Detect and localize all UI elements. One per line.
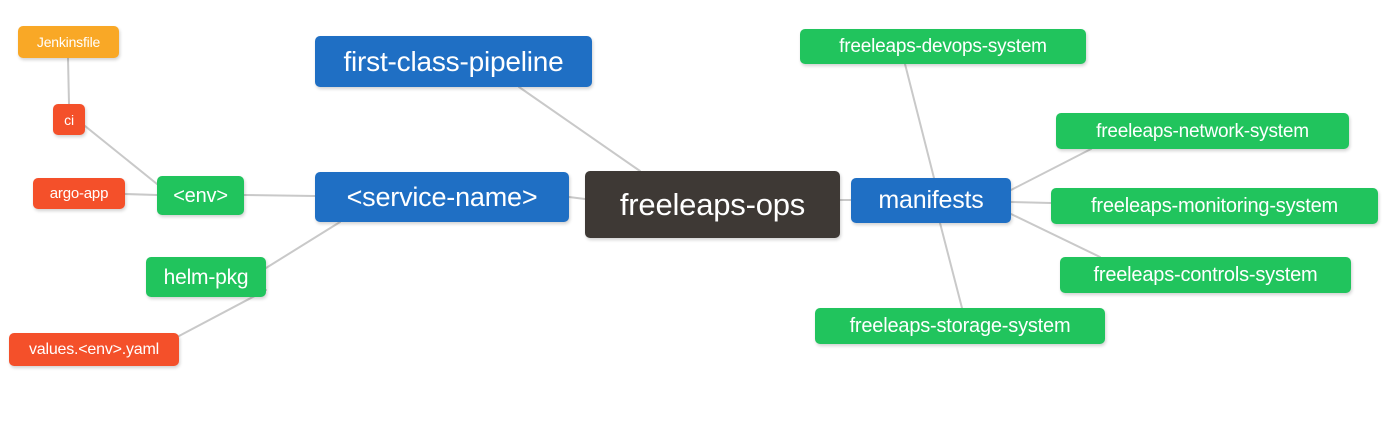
mindmap-node-label-argo-app: argo-app	[49, 185, 109, 202]
mindmap-edge-helm-pkg-to-service-name	[265, 221, 341, 269]
mindmap-node-freeleaps-controls-system[interactable]: freeleaps-controls-system	[1060, 257, 1351, 293]
mindmap-node-freeleaps-devops-system[interactable]: freeleaps-devops-system	[800, 29, 1086, 64]
mindmap-node-freeleaps-ops[interactable]: freeleaps-ops	[585, 171, 840, 238]
mindmap-node-label-freeleaps-controls-system: freeleaps-controls-system	[1093, 264, 1318, 286]
mindmap-node-env[interactable]: <env>	[157, 176, 244, 215]
mindmap-node-label-service-name: <service-name>	[346, 181, 538, 212]
mindmap-node-label-manifests: manifests	[878, 186, 984, 214]
mindmap-node-values-yaml[interactable]: values.<env>.yaml	[9, 333, 179, 366]
mindmap-node-label-env: <env>	[173, 184, 228, 207]
mindmap-node-argo-app[interactable]: argo-app	[33, 178, 125, 209]
mindmap-edge-argo-app-to-env	[124, 193, 158, 196]
mindmap-edge-manifests-to-freeleaps-storage-system	[939, 222, 963, 309]
mindmap-node-freeleaps-monitoring-system[interactable]: freeleaps-monitoring-system	[1051, 188, 1378, 224]
mindmap-node-manifests[interactable]: manifests	[851, 178, 1011, 223]
mindmap-node-label-first-class-pipeline: first-class-pipeline	[343, 45, 564, 77]
mindmap-node-freeleaps-storage-system[interactable]: freeleaps-storage-system	[815, 308, 1105, 344]
mindmap-node-label-jenkinsfile: Jenkinsfile	[36, 34, 101, 50]
mindmap-edge-ci-to-env	[84, 125, 158, 185]
mindmap-edge-manifests-to-freeleaps-network-system	[1010, 148, 1092, 191]
mindmap-node-service-name[interactable]: <service-name>	[315, 172, 569, 222]
mindmap-edge-jenkinsfile-to-ci	[67, 57, 70, 105]
mindmap-edge-env-to-service-name	[243, 194, 316, 197]
mindmap-node-label-freeleaps-devops-system: freeleaps-devops-system	[839, 36, 1047, 57]
mindmap-node-jenkinsfile[interactable]: Jenkinsfile	[18, 26, 119, 58]
mindmap-node-first-class-pipeline[interactable]: first-class-pipeline	[315, 36, 592, 87]
mindmap-edge-service-name-to-freeleaps-ops	[568, 196, 586, 200]
mindmap-node-helm-pkg[interactable]: helm-pkg	[146, 257, 266, 297]
mindmap-edge-manifests-to-freeleaps-monitoring-system	[1010, 201, 1052, 204]
mindmap-node-label-freeleaps-monitoring-system: freeleaps-monitoring-system	[1091, 195, 1338, 217]
mindmap-node-label-freeleaps-network-system: freeleaps-network-system	[1096, 120, 1309, 142]
mindmap-node-label-helm-pkg: helm-pkg	[163, 265, 249, 289]
mindmap-node-ci[interactable]: ci	[53, 104, 85, 135]
mindmap-node-label-freeleaps-ops: freeleaps-ops	[619, 187, 806, 222]
mindmap-node-label-values-yaml: values.<env>.yaml	[28, 340, 159, 358]
mindmap-edge-manifests-to-freeleaps-devops-system	[904, 63, 935, 179]
mindmap-edge-first-class-pipeline-to-freeleaps-ops	[518, 86, 641, 172]
mindmap-node-freeleaps-network-system[interactable]: freeleaps-network-system	[1056, 113, 1349, 149]
mindmap-node-label-freeleaps-storage-system: freeleaps-storage-system	[849, 315, 1071, 337]
mindmap-node-label-ci: ci	[64, 111, 74, 128]
